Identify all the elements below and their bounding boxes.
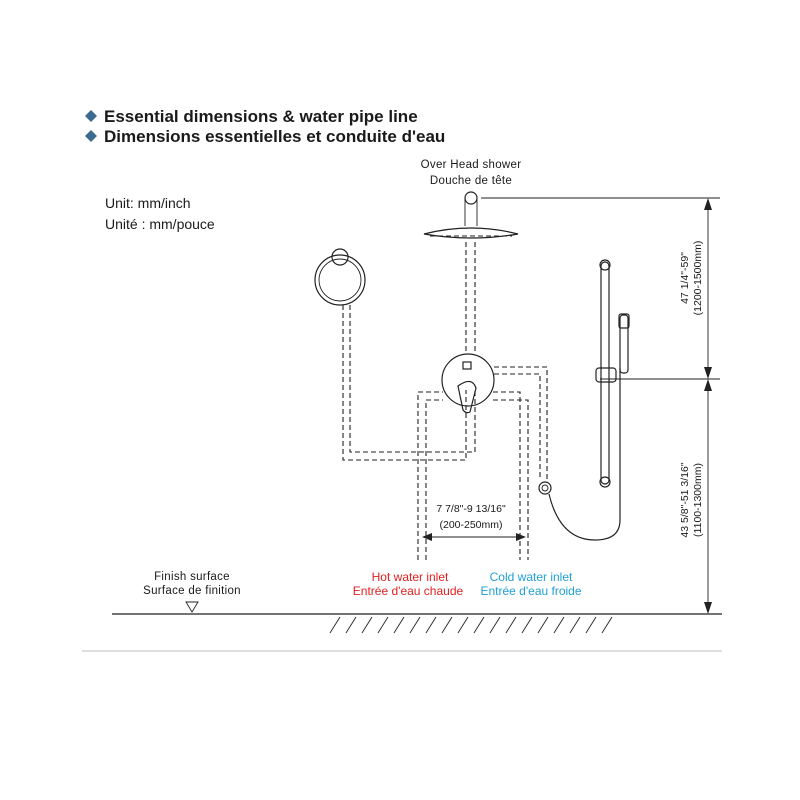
hot-pipe [417,391,443,560]
finish-label-fr: Surface de finition [143,585,241,597]
title-fr: Dimensions essentielles et conduite d'ea… [104,127,445,146]
hatch-mark [505,616,517,634]
overhead-label-fr: Douche de tête [430,175,512,187]
hatch-mark [537,616,549,634]
outlet-pipe [494,373,541,480]
arrow-icon [704,367,712,379]
hatch-mark [329,616,341,634]
arrow-icon [516,533,526,541]
hatch-mark [601,616,613,634]
finish-marker-icon [185,601,199,613]
left-pipe [349,305,476,453]
floor-hatch [329,616,613,634]
title-en: Essential dimensions & water pipe line [104,107,418,126]
dim-lower-mm: (1100-1300mm) [692,463,704,537]
bullet-icon [85,130,97,142]
outlet-pipe [494,366,548,480]
dim-upper-inch: 47 1/4"-59" [679,252,691,304]
hatch-mark [393,616,405,634]
hot-inlet-label-en: Hot water inlet [372,570,449,584]
hot-inlet-label-fr: Entrée d'eau chaude [353,584,464,598]
hatch-mark [457,616,469,634]
cold-pipe [493,391,521,560]
bullet-icon [85,110,97,122]
cold-inlet-label-fr: Entrée d'eau froide [480,584,581,598]
hand-shower-head [314,248,366,306]
hatch-mark [409,616,421,634]
hatch-mark [441,616,453,634]
hatch-mark [585,616,597,634]
unit-fr: Unité : mm/pouce [105,216,215,232]
hot-pipe [425,399,443,560]
hatch-mark [361,616,373,634]
dim-lower-inch: 43 5/8"-51 3/16" [679,462,691,537]
slide-bar [595,259,630,488]
finish-label-en: Finish surface [154,571,230,583]
unit-en: Unit: mm/inch [105,195,191,211]
hatch-mark [489,616,501,634]
arrow-icon [704,602,712,614]
hose-connector [538,368,621,541]
cold-inlet-label-en: Cold water inlet [490,570,573,584]
arrow-icon [422,533,432,541]
hatch-mark [473,616,485,634]
arrow-icon [704,198,712,210]
hatch-mark [569,616,581,634]
dim-inlet-inch: 7 7/8"-9 13/16" [436,503,506,515]
hatch-mark [425,616,437,634]
hatch-mark [345,616,357,634]
cold-pipe [493,399,529,560]
dim-inlet-mm: (200-250mm) [439,519,502,531]
arrow-icon [704,379,712,391]
hatch-mark [521,616,533,634]
hatch-mark [553,616,565,634]
hatch-mark [377,616,389,634]
dim-upper-mm: (1200-1500mm) [692,241,704,316]
overhead-label-en: Over Head shower [421,159,522,171]
left-pipe [342,305,467,461]
mixer-valve [441,353,495,414]
overhead-shower [423,191,519,239]
